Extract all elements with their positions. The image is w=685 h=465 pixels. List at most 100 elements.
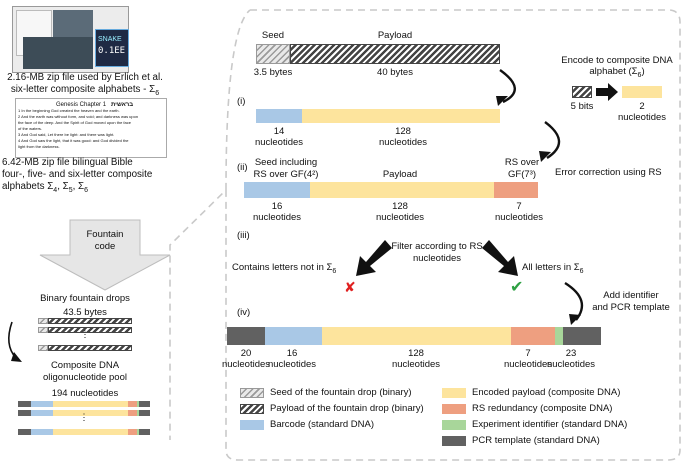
iv-barcode-count: 16 — [286, 348, 298, 359]
iv-rs-count: 7 — [525, 348, 531, 359]
encode-label-text: Encode to composite DNA alphabet (Σ — [561, 55, 673, 77]
curved-arrow-step-i — [499, 69, 516, 104]
legend-label-encoded: Encoded payload (composite DNA) — [472, 387, 621, 398]
bible-title-en: Genesis Chapter 1 — [56, 102, 107, 108]
iv-payload-count: 128 — [408, 348, 424, 359]
bible-caption-line1: 6.42-MB zip file bilingual Bible — [2, 157, 133, 168]
binary-drop — [38, 318, 132, 324]
seed-block — [256, 44, 290, 64]
filter-arrow-left — [356, 240, 392, 276]
bible-line: light from the darkness. — [18, 144, 60, 149]
payload-label: Payload — [377, 30, 413, 41]
ii-rs-count: 7 — [516, 201, 522, 212]
legend-label-pcr: PCR template (standard DNA) — [472, 435, 600, 446]
legend-swatch-payload — [240, 404, 264, 414]
pool-nts-label: 194 nucleotides — [51, 388, 119, 399]
erlich-alphabet-text: six-letter composite alphabets - Σ — [10, 84, 156, 95]
ii-seed-label-1: Seed including — [254, 157, 318, 168]
ii-rs-label-2: GF(7³) — [508, 169, 536, 180]
curved-arrow-left — [8, 321, 17, 359]
nt-pair-word: nucleotides — [617, 112, 667, 123]
iv-pcr-left-word: nucleotides — [221, 359, 271, 370]
step-i-label: (i) — [237, 96, 246, 107]
bible-line: of the waters. — [18, 126, 43, 131]
bits-block — [572, 86, 592, 98]
sigma-subscript: 6 — [155, 89, 160, 97]
iv-rs-word: nucleotides — [503, 359, 553, 370]
legend-swatch-pcr — [442, 436, 466, 446]
step-iv-label: (iv) — [237, 307, 251, 318]
filter-label-2: nucleotides — [412, 253, 462, 264]
oligo — [18, 410, 150, 416]
payload-block — [290, 44, 500, 64]
bible-line: 2 And the earth was without form, and vo… — [18, 114, 139, 119]
erlich-file-caption-line2: six-letter composite alphabets - Σ6 — [0, 84, 170, 99]
encode-arrow — [596, 83, 618, 101]
fountain-code-label-1: Fountain — [86, 229, 124, 240]
ellipsis-icon: ⋮ — [80, 329, 90, 339]
error-correction-label: Error correction using RS — [555, 167, 662, 178]
nt-pair-block — [622, 86, 662, 98]
strand-i — [256, 109, 500, 123]
binary-drop — [38, 345, 132, 351]
ii-rs-label-1: RS over — [504, 157, 540, 168]
curved-arrow-step-ii — [544, 121, 561, 160]
snake-game-title: SNAKE — [98, 36, 122, 43]
snake-game-score: 0.1EE — [98, 46, 126, 56]
oligo — [18, 429, 150, 435]
step-i-payload-word: nucleotides — [378, 137, 428, 148]
iv-barcode-word: nucleotides — [267, 359, 317, 370]
not-in-subscript: 6 — [332, 267, 337, 275]
sigma4-subscript: 4 — [53, 186, 58, 194]
binary-drops-label: Binary fountain drops — [40, 293, 130, 304]
oligo — [18, 401, 150, 407]
legend-label-payload: Payload of the fountain drop (binary) — [270, 403, 424, 414]
legend-swatch-encoded — [442, 388, 466, 398]
bible-line: 3 And God said, Let there be light: and … — [18, 132, 115, 137]
drop-bytes-label: 43.5 bytes — [63, 307, 107, 318]
bible-file-thumbnail: Genesis Chapter 1 בראשית 1 In the beginn… — [15, 98, 167, 158]
accept-check-icon: ✔ — [510, 277, 524, 296]
not-in-text: Contains letters not in Σ — [232, 262, 333, 273]
ii-seed-label-2: RS over GF(4²) — [253, 169, 319, 180]
seed-label: Seed — [261, 30, 285, 41]
nt-pair-count: 2 — [639, 101, 645, 112]
ii-payload-word: nucleotides — [375, 212, 425, 223]
ii-payload-count: 128 — [392, 201, 408, 212]
bible-caption-line3: alphabets Σ4, Σ5, Σ6 — [2, 181, 88, 194]
step-ii-label: (ii) — [237, 162, 248, 173]
zoom-callout-outline — [169, 9, 681, 461]
erlich-file-thumbnail: SNAKE 0.1EE — [12, 6, 129, 73]
step-i-payload-count: 128 — [395, 126, 411, 137]
fountain-code-arrow — [39, 219, 171, 291]
iv-payload-word: nucleotides — [391, 359, 441, 370]
seed-bytes: 3.5 bytes — [253, 67, 293, 78]
bible-line: 4 And God saw the light, that it was goo… — [18, 138, 129, 143]
legend-swatch-rs — [442, 404, 466, 414]
payload-bytes: 40 bytes — [377, 67, 413, 78]
encode-label: Encode to composite DNA alphabet (Σ6) — [554, 55, 680, 81]
legend-swatch-seed — [240, 388, 264, 398]
sigma5-subscript: 5 — [68, 186, 73, 194]
sigma6-subscript: 6 — [84, 186, 88, 194]
all-in-label: All letters in Σ6 — [522, 262, 584, 277]
iv-pcr-right-count: 23 — [565, 348, 577, 359]
not-in-label: Contains letters not in Σ6 — [232, 262, 336, 277]
iv-pcr-left-count: 20 — [240, 348, 252, 359]
bible-title-he: בראשית — [111, 102, 134, 108]
pool-label-1: Composite DNA — [50, 360, 120, 371]
strand-iv — [227, 327, 601, 345]
ellipsis-icon: ⋮ — [79, 412, 89, 422]
add-label-1: Add identifier — [603, 290, 659, 301]
legend-label-barcode: Barcode (standard DNA) — [270, 419, 375, 430]
legend-swatch-identifier — [442, 420, 466, 430]
legend: Seed of the fountain drop (binary) Paylo… — [240, 386, 680, 456]
fountain-code-label-2: code — [94, 241, 116, 252]
add-label-2: and PCR template — [592, 302, 670, 313]
encode-suffix: ) — [641, 66, 645, 77]
legend-label-rs: RS redundancy (composite DNA) — [472, 403, 613, 414]
ii-seed-word: nucleotides — [252, 212, 302, 223]
ii-seed-count: 16 — [271, 201, 283, 212]
filter-label-1: Filter according to RS — [391, 241, 483, 252]
